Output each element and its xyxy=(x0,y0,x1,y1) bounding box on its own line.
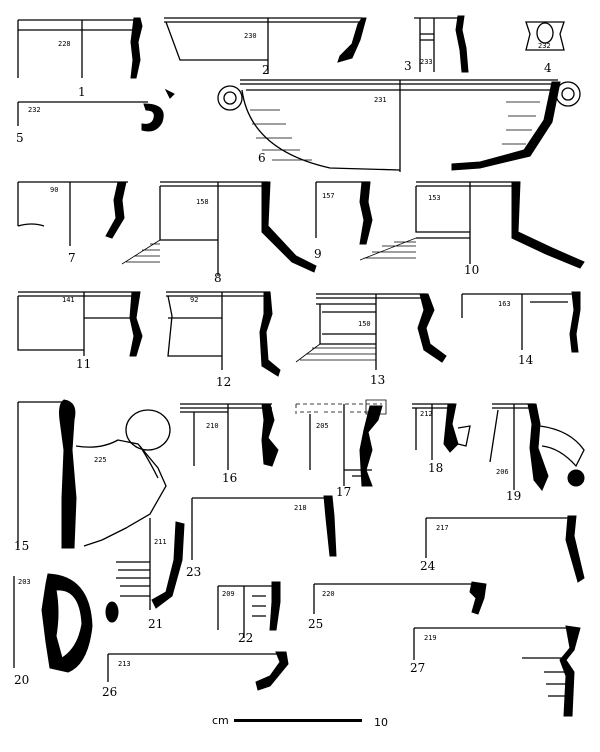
figure-22-number: 22 xyxy=(238,631,253,645)
figure-26-number: 26 xyxy=(102,685,117,699)
figure-15: 225 15 xyxy=(14,399,171,553)
figure-5-number: 5 xyxy=(16,131,24,145)
figure-1-number: 1 xyxy=(78,85,86,99)
figure-6: 231 6 xyxy=(217,79,581,172)
figure-19-catalogue: 206 xyxy=(496,468,509,476)
figure-10: 153 10 xyxy=(359,181,585,277)
figure-11: 141 11 xyxy=(17,291,143,371)
figure-11-number: 11 xyxy=(76,357,91,371)
figure-16-catalogue: 210 xyxy=(206,422,219,430)
figure-2-catalogue: 230 xyxy=(244,32,257,40)
figure-10-number: 10 xyxy=(464,263,479,277)
figure-21-catalogue: 211 xyxy=(154,538,167,546)
figure-8: 158 8 xyxy=(121,181,317,285)
figure-16-number: 16 xyxy=(222,471,237,485)
figure-12-number: 12 xyxy=(216,375,231,389)
figure-16: 210 16 xyxy=(180,403,279,485)
figure-3-catalogue: 233 xyxy=(420,58,433,66)
figure-27-number: 27 xyxy=(410,661,425,675)
figure-27-catalogue: 219 xyxy=(424,634,437,642)
figure-24: 217 24 xyxy=(420,515,585,583)
figure-9-catalogue: 157 xyxy=(322,192,335,200)
figure-13-number: 13 xyxy=(370,373,385,387)
figure-5: 232 5 xyxy=(16,88,175,145)
figure-4: 232 4 xyxy=(525,21,565,75)
figure-12: 92 12 xyxy=(166,291,281,389)
figure-4-number: 4 xyxy=(544,61,552,75)
figure-22: 209 22 xyxy=(217,581,281,645)
figure-15-number: 15 xyxy=(14,539,29,553)
figure-23-number: 23 xyxy=(186,565,201,579)
figure-4-catalogue: 232 xyxy=(538,42,551,50)
figure-21-number: 21 xyxy=(148,617,163,631)
figure-21: 211 21 xyxy=(116,518,185,631)
figure-13-catalogue: 150 xyxy=(358,320,371,328)
figure-19-number: 19 xyxy=(506,489,521,503)
scale-value: 10 xyxy=(374,716,388,729)
figure-15-catalogue: 225 xyxy=(94,456,107,464)
figure-24-catalogue: 217 xyxy=(436,524,449,532)
figure-6-catalogue: 231 xyxy=(374,96,387,104)
figure-14-number: 14 xyxy=(518,353,534,367)
figure-5-catalogue: 232 xyxy=(28,106,41,114)
figure-18: 212 18 xyxy=(412,403,471,475)
figure-25: 220 25 xyxy=(308,581,487,631)
figure-18-number: 18 xyxy=(428,461,443,475)
figure-1: 228 1 xyxy=(17,17,143,99)
figure-7: 90 7 xyxy=(17,181,128,265)
figure-17-number: 17 xyxy=(336,485,351,499)
figure-20: 203 20 xyxy=(13,573,119,687)
figure-10-catalogue: 153 xyxy=(428,194,441,202)
figure-11-catalogue: 141 xyxy=(62,296,75,304)
figure-23-catalogue: 218 xyxy=(294,504,307,512)
figure-25-number: 25 xyxy=(308,617,323,631)
figure-24-number: 24 xyxy=(420,559,436,573)
figure-12-catalogue: 92 xyxy=(190,296,198,304)
figure-3-number: 3 xyxy=(404,59,412,73)
scale-bar: cm 10 xyxy=(212,714,388,729)
figure-6-number: 6 xyxy=(258,151,266,165)
figure-7-catalogue: 90 xyxy=(50,186,58,194)
figure-8-catalogue: 158 xyxy=(196,198,209,206)
figure-3: 233 3 xyxy=(404,15,469,73)
figure-23: 218 23 xyxy=(186,495,337,579)
figure-14: 163 14 xyxy=(461,291,581,367)
figure-18-catalogue: 212 xyxy=(420,410,433,418)
figure-2: 230 2 xyxy=(164,17,367,77)
figure-14-catalogue: 163 xyxy=(498,300,511,308)
figure-9: 157 9 xyxy=(314,181,373,261)
figure-8-number: 8 xyxy=(214,271,222,285)
figure-26: 213 26 xyxy=(102,651,289,699)
scale-unit: cm xyxy=(212,714,229,727)
figure-19: 206 19 xyxy=(489,403,585,503)
figure-1-catalogue: 228 xyxy=(58,40,71,48)
figure-20-catalogue: 203 xyxy=(18,578,31,586)
figure-13: 150 13 xyxy=(295,293,447,387)
figure-27: 219 27 xyxy=(410,625,581,717)
figure-7-number: 7 xyxy=(68,251,76,265)
figure-25-catalogue: 220 xyxy=(322,590,335,598)
figure-26-catalogue: 213 xyxy=(118,660,131,668)
figure-9-number: 9 xyxy=(314,247,322,261)
figure-22-catalogue: 209 xyxy=(222,590,235,598)
figure-20-number: 20 xyxy=(14,673,29,687)
scale-line xyxy=(234,719,362,722)
figure-17: 205 17 xyxy=(295,399,387,499)
figure-17-catalogue: 205 xyxy=(316,422,329,430)
figure-2-number: 2 xyxy=(262,63,270,77)
